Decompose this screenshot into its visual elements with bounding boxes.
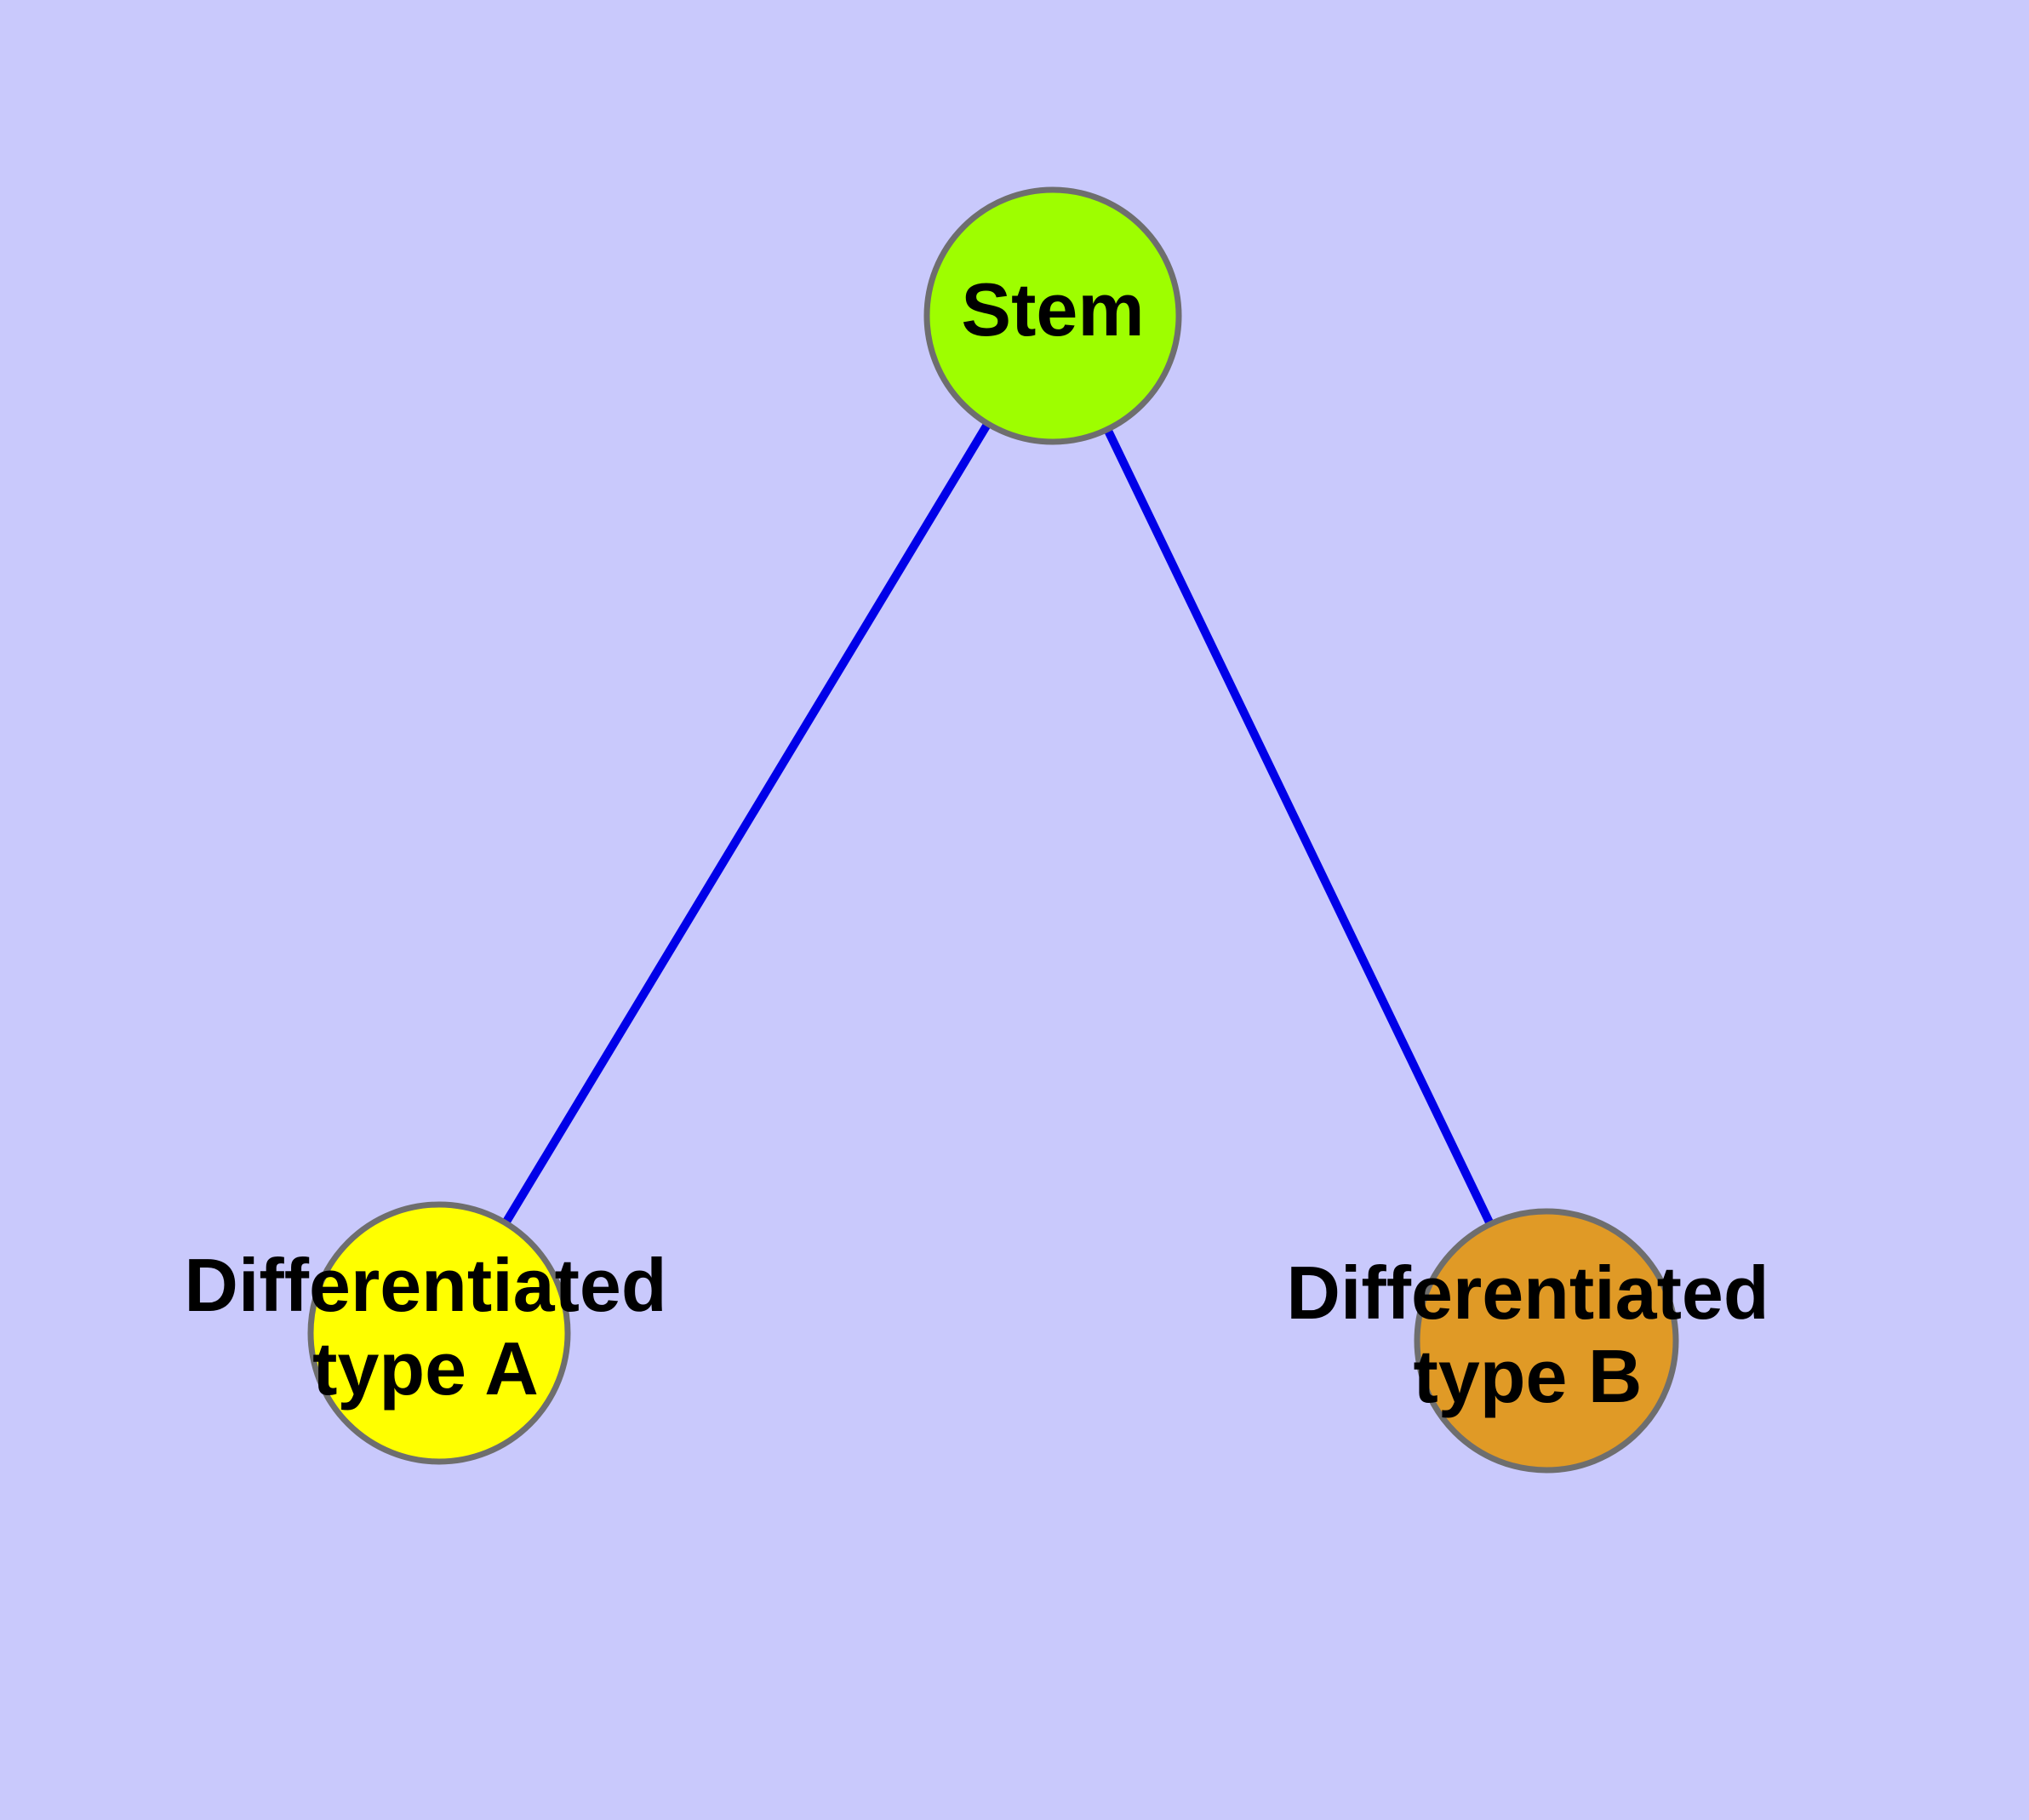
node-stem-circle[interactable] — [923, 186, 1182, 445]
label-line: Differentiated — [1286, 1251, 1769, 1335]
edge-layer — [435, 313, 1551, 1343]
label-line: type B — [1414, 1334, 1643, 1418]
edge-stem-to-diff-a[interactable] — [435, 313, 1057, 1336]
label-line: type A — [312, 1326, 539, 1411]
node-differentiated-type-a-circle[interactable] — [307, 1201, 571, 1465]
node-differentiated-type-b-circle[interactable] — [1414, 1208, 1679, 1474]
node-stem[interactable]: Stem — [923, 186, 1182, 445]
node-stem-label: Stem — [961, 267, 1144, 352]
edge-stem-to-diff-b[interactable] — [1049, 313, 1551, 1343]
label-line: Differentiated — [184, 1243, 666, 1327]
label-line: Stem — [961, 267, 1144, 352]
